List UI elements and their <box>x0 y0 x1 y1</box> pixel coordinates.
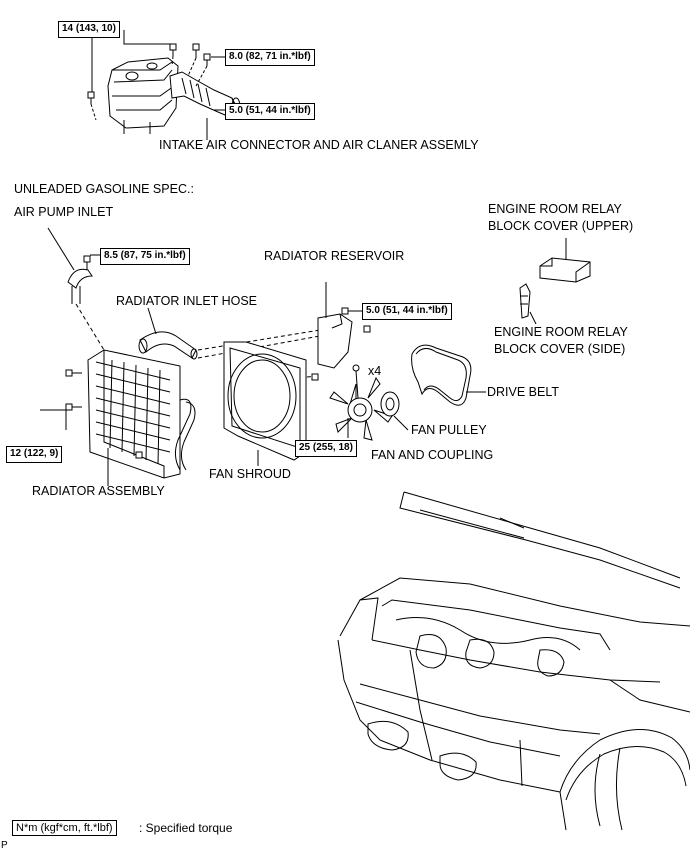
label-intake-air-connector: INTAKE AIR CONNECTOR AND AIR CLANER ASSE… <box>159 138 479 152</box>
label-air-pump-inlet: AIR PUMP INLET <box>14 205 114 219</box>
air-pump-inlet <box>48 228 100 304</box>
torque-callout: 12 (122, 9) <box>6 446 63 463</box>
radiator-inlet-hose <box>139 308 197 359</box>
label-relay-cover-upper: ENGINE ROOM RELAY <box>488 202 622 216</box>
label-relay-cover-side: BLOCK COVER (SIDE) <box>494 342 626 356</box>
label-radiator-assembly: RADIATOR ASSEMBLY <box>32 484 165 498</box>
label-drive-belt: DRIVE BELT <box>487 385 560 399</box>
label-fan-shroud: FAN SHROUD <box>209 467 291 481</box>
bolts-air-cleaner <box>88 44 210 104</box>
label-radiator-reservoir: RADIATOR RESERVOIR <box>264 249 405 263</box>
label-relay-cover-upper: BLOCK COVER (UPPER) <box>488 219 634 233</box>
air-cleaner-assembly <box>108 58 178 134</box>
fan-shroud <box>224 342 318 466</box>
label-fan-and-coupling: FAN AND COUPLING <box>371 448 494 462</box>
label-relay-cover-side: ENGINE ROOM RELAY <box>494 325 628 339</box>
relay-block-cover-side <box>520 284 536 324</box>
legend-description: : Specified torque <box>139 821 233 835</box>
torque-callout: 8.0 (82, 71 in.*lbf) <box>225 49 315 66</box>
vehicle-illustration <box>338 492 690 830</box>
relay-block-cover-upper <box>540 238 590 282</box>
label-unleaded-gasoline-spec: UNLEADED GASOLINE SPEC.: <box>14 182 194 196</box>
legend-torque-units: N*m (kgf*cm, ft.*lbf) <box>12 820 117 837</box>
drive-belt <box>412 345 486 405</box>
corner-mark: P <box>1 840 8 851</box>
label-quantity-x4: x4 <box>368 364 382 378</box>
torque-callout: 25 (255, 18) <box>295 440 357 457</box>
label-radiator-inlet-hose: RADIATOR INLET HOSE <box>116 294 258 308</box>
torque-callout: 5.0 (51, 44 in.*lbf) <box>225 103 315 120</box>
torque-callout: 8.5 (87, 75 in.*lbf) <box>100 248 190 265</box>
fan-pulley <box>381 392 408 430</box>
label-fan-pulley: FAN PULLEY <box>411 423 487 437</box>
radiator-core <box>40 350 195 486</box>
torque-callout: 5.0 (51, 44 in.*lbf) <box>362 303 452 320</box>
radiator-reservoir <box>318 282 370 368</box>
torque-callout: 14 (143, 10) <box>58 21 120 38</box>
fan-and-coupling <box>330 365 392 440</box>
